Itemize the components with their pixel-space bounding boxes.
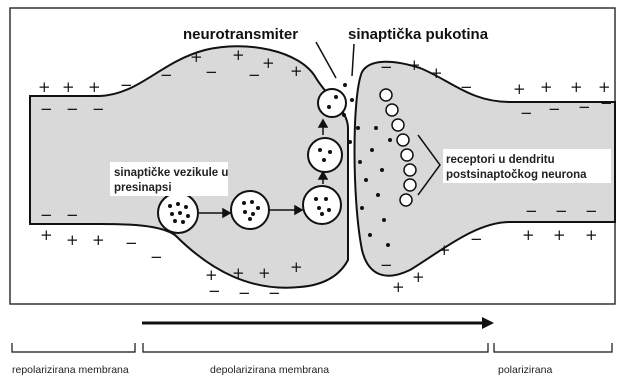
svg-text:−: − bbox=[92, 100, 105, 118]
neurotransmitter-pointer bbox=[316, 42, 336, 78]
vesicles-label-line2: presinapsi bbox=[114, 182, 172, 194]
svg-text:−: − bbox=[66, 100, 79, 118]
svg-text:−: − bbox=[66, 206, 79, 224]
svg-text:+: + bbox=[262, 54, 275, 72]
svg-text:+: + bbox=[258, 264, 271, 282]
svg-text:−: − bbox=[120, 76, 133, 94]
svg-text:−: − bbox=[600, 94, 613, 112]
svg-text:+: + bbox=[412, 268, 425, 286]
svg-text:−: − bbox=[205, 63, 218, 81]
receptors-label-line2: postsinaptočkog neurona bbox=[446, 169, 587, 181]
svg-text:−: − bbox=[160, 66, 173, 84]
svg-text:+: + bbox=[190, 48, 203, 66]
svg-text:−: − bbox=[125, 234, 138, 252]
polarized-label: polarizirana bbox=[498, 364, 552, 376]
svg-text:+: + bbox=[290, 62, 303, 80]
svg-text:+: + bbox=[553, 226, 566, 244]
svg-text:+: + bbox=[392, 278, 405, 296]
svg-text:+: + bbox=[290, 258, 303, 276]
svg-text:+: + bbox=[62, 78, 75, 96]
region-brackets bbox=[12, 343, 612, 352]
svg-text:+: + bbox=[522, 226, 535, 244]
svg-text:−: − bbox=[380, 58, 393, 76]
receptors-label-line1: receptori u dendritu bbox=[446, 154, 555, 166]
vesicle-3 bbox=[303, 186, 341, 224]
svg-text:−: − bbox=[40, 206, 53, 224]
vesicle-4 bbox=[308, 138, 342, 172]
svg-text:−: − bbox=[520, 104, 533, 122]
svg-text:−: − bbox=[470, 230, 483, 248]
svg-text:+: + bbox=[438, 241, 451, 259]
vesicle-5-fusing bbox=[318, 89, 346, 117]
svg-text:−: − bbox=[548, 100, 561, 118]
svg-text:−: − bbox=[248, 66, 261, 84]
svg-text:+: + bbox=[513, 80, 526, 98]
svg-text:−: − bbox=[525, 202, 538, 220]
svg-text:−: − bbox=[208, 282, 221, 300]
svg-text:−: − bbox=[555, 202, 568, 220]
svg-text:−: − bbox=[578, 98, 591, 116]
svg-text:+: + bbox=[232, 46, 245, 64]
svg-text:−: − bbox=[150, 248, 163, 266]
svg-text:+: + bbox=[40, 226, 53, 244]
neurotransmitter-label: neurotransmiter bbox=[183, 26, 298, 43]
vesicles-label-line1: sinaptičke vezikule u bbox=[114, 167, 228, 179]
svg-text:+: + bbox=[408, 56, 421, 74]
synaptic-cleft-pointer bbox=[352, 44, 354, 76]
svg-text:+: + bbox=[232, 264, 245, 282]
svg-text:−: − bbox=[268, 284, 281, 302]
svg-text:+: + bbox=[92, 231, 105, 249]
svg-text:−: − bbox=[585, 202, 598, 220]
svg-text:−: − bbox=[380, 256, 393, 274]
svg-text:+: + bbox=[540, 78, 553, 96]
vesicle-2 bbox=[231, 191, 269, 229]
svg-text:+: + bbox=[66, 231, 79, 249]
svg-text:+: + bbox=[430, 64, 443, 82]
svg-text:+: + bbox=[88, 78, 101, 96]
svg-text:+: + bbox=[570, 78, 583, 96]
svg-text:+: + bbox=[38, 78, 51, 96]
svg-text:−: − bbox=[40, 100, 53, 118]
repolarized-label: repolarizirana membrana bbox=[12, 364, 129, 376]
synaptic-cleft-label: sinaptička pukotina bbox=[348, 26, 489, 43]
propagation-arrow bbox=[142, 317, 494, 329]
svg-text:−: − bbox=[460, 78, 473, 96]
svg-text:+: + bbox=[585, 226, 598, 244]
depolarized-label: depolarizirana membrana bbox=[210, 364, 329, 376]
svg-text:−: − bbox=[238, 284, 251, 302]
